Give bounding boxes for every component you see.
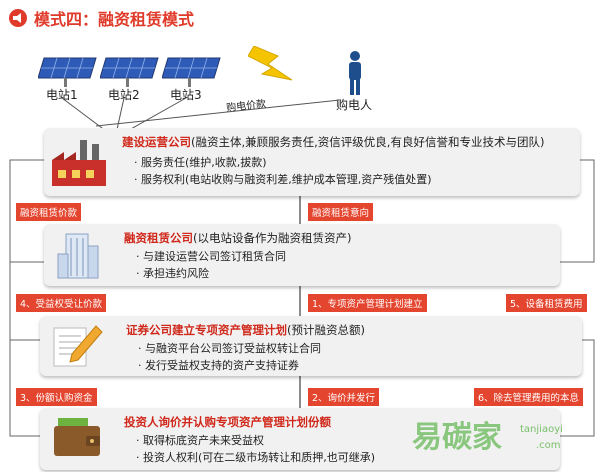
- watermark-logo: 易碳家: [412, 420, 502, 455]
- station-label: 电站2: [108, 88, 140, 102]
- station-1: 电站1: [37, 56, 98, 102]
- solar-panel-icon: [37, 57, 97, 87]
- watermark-domain: .com: [536, 440, 561, 451]
- box-line: · 发行受益权支持的资产支持证券: [138, 359, 299, 372]
- label-benefit-price: 4、受益权受让价款: [16, 294, 107, 312]
- page-title: 模式四：融资租赁模式: [34, 10, 195, 29]
- box-title: 建设运营公司: [122, 135, 191, 149]
- document-pen-icon: [53, 325, 103, 367]
- box-title: 融资租赁公司: [124, 231, 193, 245]
- person-icon: [349, 51, 361, 95]
- label-equipment-fee: 5、设备租赁费用: [506, 294, 587, 312]
- label-share-fund: 3、份额认购资金: [16, 388, 97, 406]
- box-line: · 取得标底资产未来受益权: [136, 434, 264, 447]
- box-subtitle: (预计融资总额): [287, 323, 365, 337]
- station-label: 电站1: [46, 88, 78, 102]
- buyer-label: 购电人: [336, 98, 373, 112]
- watermark-en: tanjiaoyi: [520, 424, 563, 435]
- solar-panel-icon: [99, 57, 159, 87]
- box-line: · 服务责任(维护,收款,拔款): [134, 156, 267, 169]
- megaphone-icon: [9, 9, 27, 27]
- leasing-company-box: 融资租赁公司(以电站设备作为融资租赁资产) · 与建设运营公司签订租赁合同 · …: [44, 224, 560, 286]
- factory-icon: [52, 140, 106, 186]
- station-3: 电站3: [161, 56, 222, 102]
- label-inquiry: 2、询价并发行: [308, 388, 380, 406]
- label-lease-intent: 融资租赁意向: [308, 203, 374, 221]
- construction-company-box: 建设运营公司(融资主体,兼顾服务责任,资信评级优良,有良好信誉和专业技术与团队)…: [44, 128, 580, 196]
- label-lease-price: 融资租赁价款: [16, 203, 82, 221]
- box-title: 投资人询价并认购专项资产管理计划份额: [124, 415, 331, 429]
- securities-company-box: 证券公司建立专项资产管理计划(预计融资总额) · 与融资平台公司签订受益权转让合…: [40, 316, 582, 376]
- label-special-plan: 1、专项资产管理计划建立: [308, 294, 427, 312]
- lightning-icon: [248, 46, 293, 81]
- box-line: · 服务权利(电站收购与融资利差,维护成本管理,资产残值处置): [134, 173, 432, 186]
- box-subtitle: (融资主体,兼顾服务责任,资信评级优良,有良好信誉和专业技术与团队): [191, 135, 545, 149]
- investor-box: 投资人询价并认购专项资产管理计划份额 · 取得标底资产未来受益权 · 投资人权利…: [40, 408, 560, 470]
- box-title: 证券公司建立专项资产管理计划: [126, 323, 287, 337]
- building-icon: [57, 233, 99, 279]
- box-subtitle: (以电站设备作为融资租赁资产): [193, 231, 352, 245]
- station-2: 电站2: [99, 56, 160, 102]
- box-line: · 与融资平台公司签订受益权转让合同: [138, 342, 321, 355]
- title-bar: 模式四：融资租赁模式: [8, 6, 194, 30]
- wallet-icon: [54, 418, 100, 456]
- label-principal: 6、除去管理费用的本息: [474, 388, 584, 406]
- box-line: · 与建设运营公司签订租赁合同: [136, 250, 286, 263]
- station-label: 电站3: [170, 88, 202, 102]
- box-line: · 承担违约风险: [136, 267, 209, 280]
- box-line: · 投资人权利(可在二级市场转让和质押,也可继承): [136, 451, 376, 464]
- solar-panel-icon: [161, 57, 221, 87]
